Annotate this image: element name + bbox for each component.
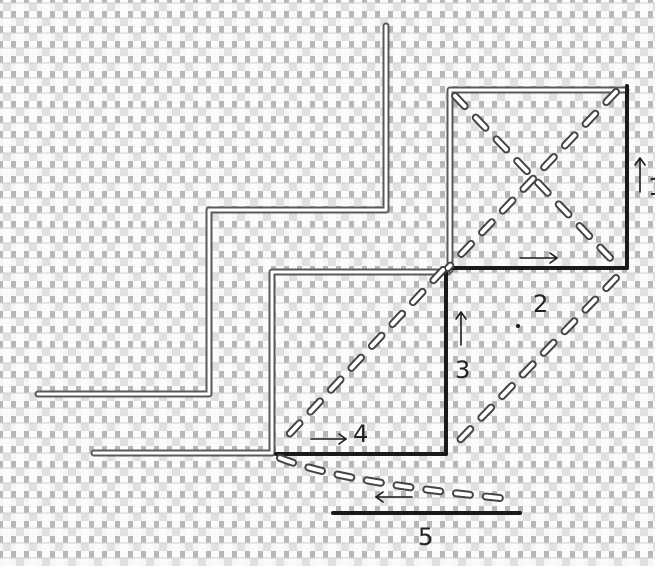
step-label-1: 1 — [648, 173, 655, 201]
step-label-3: 3 — [455, 356, 470, 384]
center-dot — [516, 324, 520, 328]
step-label-5: 5 — [418, 523, 433, 551]
step-label-2: 2 — [533, 290, 548, 318]
step-label-4: 4 — [353, 420, 368, 448]
